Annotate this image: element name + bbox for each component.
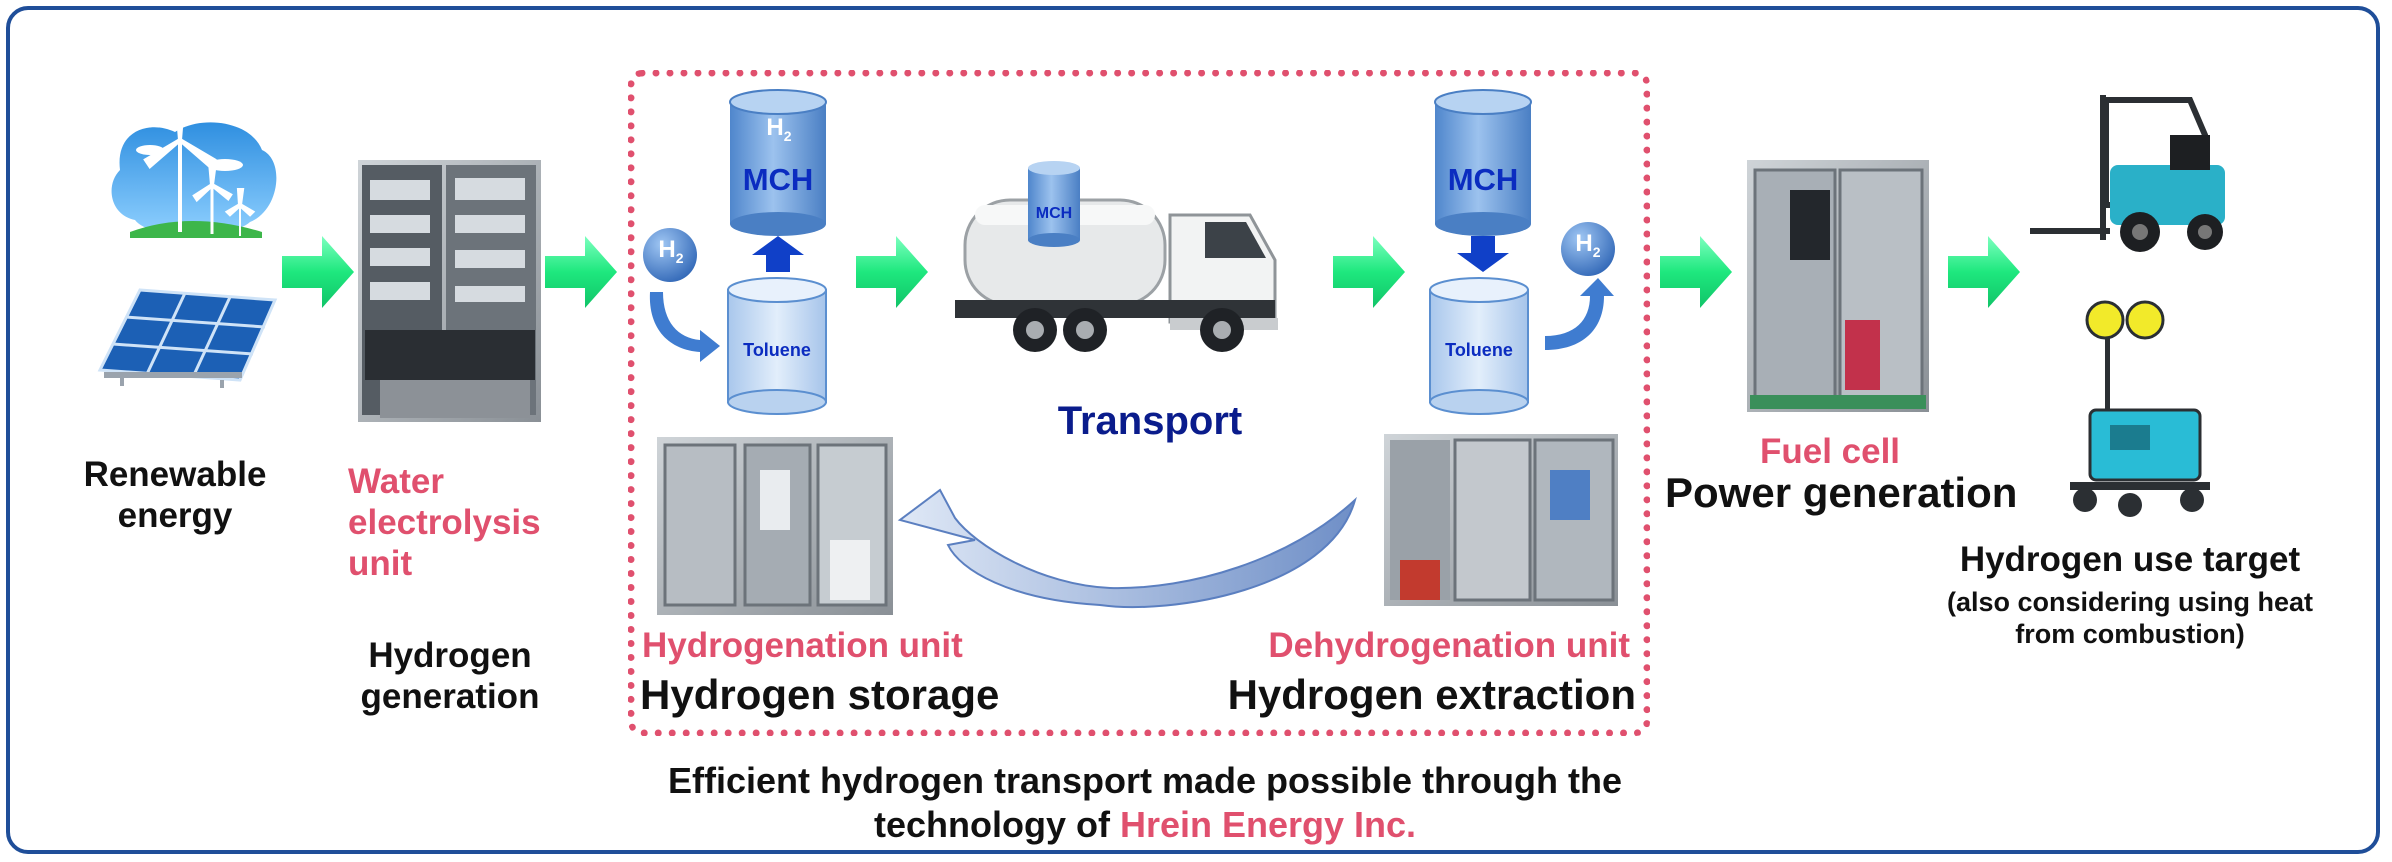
toluene-label-right: Toluene — [1445, 340, 1513, 360]
h2-subscript: 2 — [1592, 243, 1601, 260]
renewable-energy-label: Renewable energy — [83, 455, 267, 535]
toluene-tank-left — [727, 277, 827, 415]
footer-line-2: technology of Hrein Energy Inc. — [560, 804, 1730, 846]
mch-tank-left — [729, 89, 827, 236]
diagram-frame — [6, 6, 2380, 854]
dehydrogenation-unit-label: Dehydrogenation unit — [1268, 626, 1630, 665]
flow-arrow-3 — [856, 236, 928, 308]
hydrogen-extraction-label: Hydrogen extraction — [1227, 671, 1636, 718]
flow-arrow-6 — [1948, 236, 2020, 308]
h2-label-top: H2 — [757, 114, 801, 144]
h2-symbol: H — [1575, 230, 1593, 257]
return-curve-arrow — [897, 488, 1357, 609]
h2-label-left: H2 — [649, 236, 693, 266]
hydrogenation-unit-photo — [657, 437, 893, 615]
h2-symbol: H — [766, 114, 784, 141]
arrow-up-to-mch — [752, 236, 804, 272]
flow-arrow-1 — [282, 236, 354, 308]
flow-arrow-4 — [1333, 236, 1405, 308]
company-name: Hrein Energy Inc. — [1119, 804, 1417, 845]
transport-label: Transport — [1057, 399, 1243, 443]
water-electrolysis-label: Water electrolysis unit — [348, 462, 541, 583]
fuel-cell-photo — [1747, 160, 1929, 412]
transport-process-box — [628, 70, 1650, 736]
wind-turbine-icon — [111, 90, 277, 238]
toluene-tank-right — [1429, 277, 1529, 415]
h2-label-right: H2 — [1566, 230, 1610, 260]
light-tower-icon — [2070, 300, 2210, 517]
fuel-cell-label: Fuel cell — [1759, 432, 1901, 471]
hydrogen-generation-label: Hydrogen generation — [360, 636, 540, 716]
hydrogen-use-target-note: (also considering using heat from combus… — [1946, 587, 2314, 650]
mch-label-truck: MCH — [1035, 205, 1073, 222]
h2-symbol: H — [658, 236, 676, 263]
solar-panel-icon — [97, 288, 278, 388]
hydrogenation-unit-label: Hydrogenation unit — [642, 626, 963, 665]
arrow-down-from-mch — [1457, 236, 1509, 272]
hydrogen-storage-label: Hydrogen storage — [640, 671, 1000, 718]
electrolyzer-photo — [358, 160, 541, 422]
h2-ball-left — [643, 228, 697, 282]
mch-tank-right — [1434, 89, 1532, 236]
mch-label-right: MCH — [1447, 162, 1519, 197]
h2-subscript: 2 — [675, 249, 684, 266]
curved-arrow-into-toluene — [649, 292, 720, 362]
tanker-truck-icon — [955, 161, 1278, 352]
footer-line-1: Efficient hydrogen transport made possib… — [667, 760, 1623, 801]
flow-arrow-2 — [545, 236, 617, 308]
flow-arrow-5 — [1660, 236, 1732, 308]
curved-arrow-out-of-toluene — [1545, 278, 1614, 350]
toluene-label-left: Toluene — [743, 340, 811, 360]
hydrogen-use-target-label: Hydrogen use target — [1959, 540, 2301, 579]
forklift-icon — [2030, 95, 2225, 252]
power-generation-label: Power generation — [1665, 469, 2018, 516]
mch-label-left: MCH — [742, 162, 814, 197]
h2-subscript: 2 — [783, 127, 792, 144]
footer-prefix: technology of — [873, 804, 1120, 845]
h2-ball-right — [1561, 222, 1615, 276]
dehydrogenation-unit-photo — [1384, 434, 1618, 606]
